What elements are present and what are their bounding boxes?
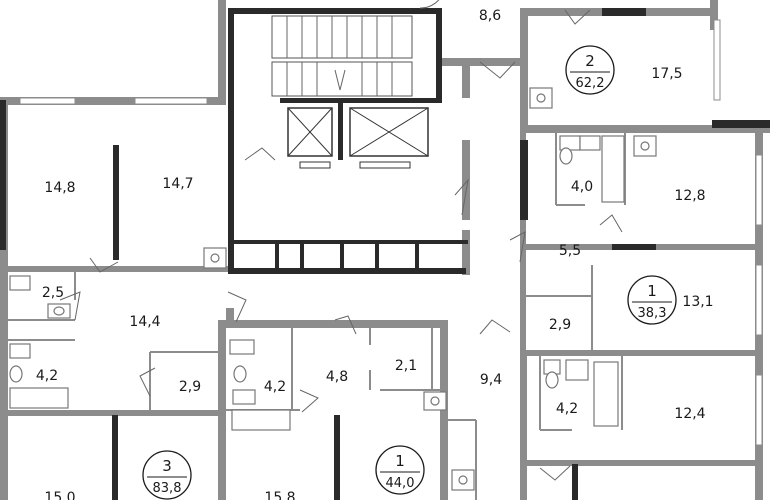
room-area-label: 4,0: [571, 179, 593, 195]
room-labels: 8,6 17,5 14,8 14,7 4,0 12,8 5,5 2,5 14,4…: [36, 8, 714, 500]
apartment-badge: 1 38,3: [627, 275, 677, 325]
room-area-label: 4,2: [556, 401, 578, 417]
apartment-total-area: 62,2: [576, 76, 605, 91]
room-area-label: 14,7: [162, 176, 193, 192]
apartment-total-area: 44,0: [386, 476, 415, 491]
windows: [19, 19, 763, 446]
room-area-label: 9,4: [480, 372, 502, 388]
room-area-label: 4,2: [264, 379, 286, 395]
room-area-label: 8,6: [479, 8, 501, 24]
apartment-badge: 3 83,8: [142, 450, 192, 500]
room-area-label: 15,8: [264, 490, 295, 500]
apartment-badge: 1 44,0: [375, 445, 425, 495]
room-area-label: 5,5: [559, 243, 581, 259]
room-area-label: 17,5: [651, 66, 682, 82]
partitions: [8, 133, 626, 500]
room-area-label: 12,4: [674, 406, 705, 422]
door-swings: [59, 0, 623, 481]
room-area-label: 2,5: [42, 285, 64, 301]
apartment-badge: 2 62,2: [565, 45, 615, 95]
room-area-label: 14,4: [129, 314, 160, 330]
room-area-label: 2,9: [549, 317, 571, 333]
apartment-total-area: 83,8: [153, 481, 182, 496]
room-area-label: 2,1: [395, 358, 417, 374]
stairs: [271, 15, 413, 97]
room-area-label: 13,1: [682, 294, 713, 310]
room-area-label: 4,2: [36, 368, 58, 384]
room-area-label: 4,8: [326, 369, 348, 385]
apartment-room-count: 1: [395, 452, 405, 470]
apartment-room-count: 1: [647, 282, 657, 300]
apartment-room-count: 2: [585, 52, 595, 70]
room-area-label: 12,8: [674, 188, 705, 204]
elevators: [287, 107, 429, 169]
core: [0, 8, 770, 500]
apartment-room-count: 3: [162, 457, 172, 475]
room-area-label: 2,9: [179, 379, 201, 395]
sanitary-fixtures: [9, 87, 657, 491]
room-area-label: 15,0: [44, 490, 75, 500]
room-area-label: 14,8: [44, 180, 75, 196]
apartment-total-area: 38,3: [638, 306, 667, 321]
